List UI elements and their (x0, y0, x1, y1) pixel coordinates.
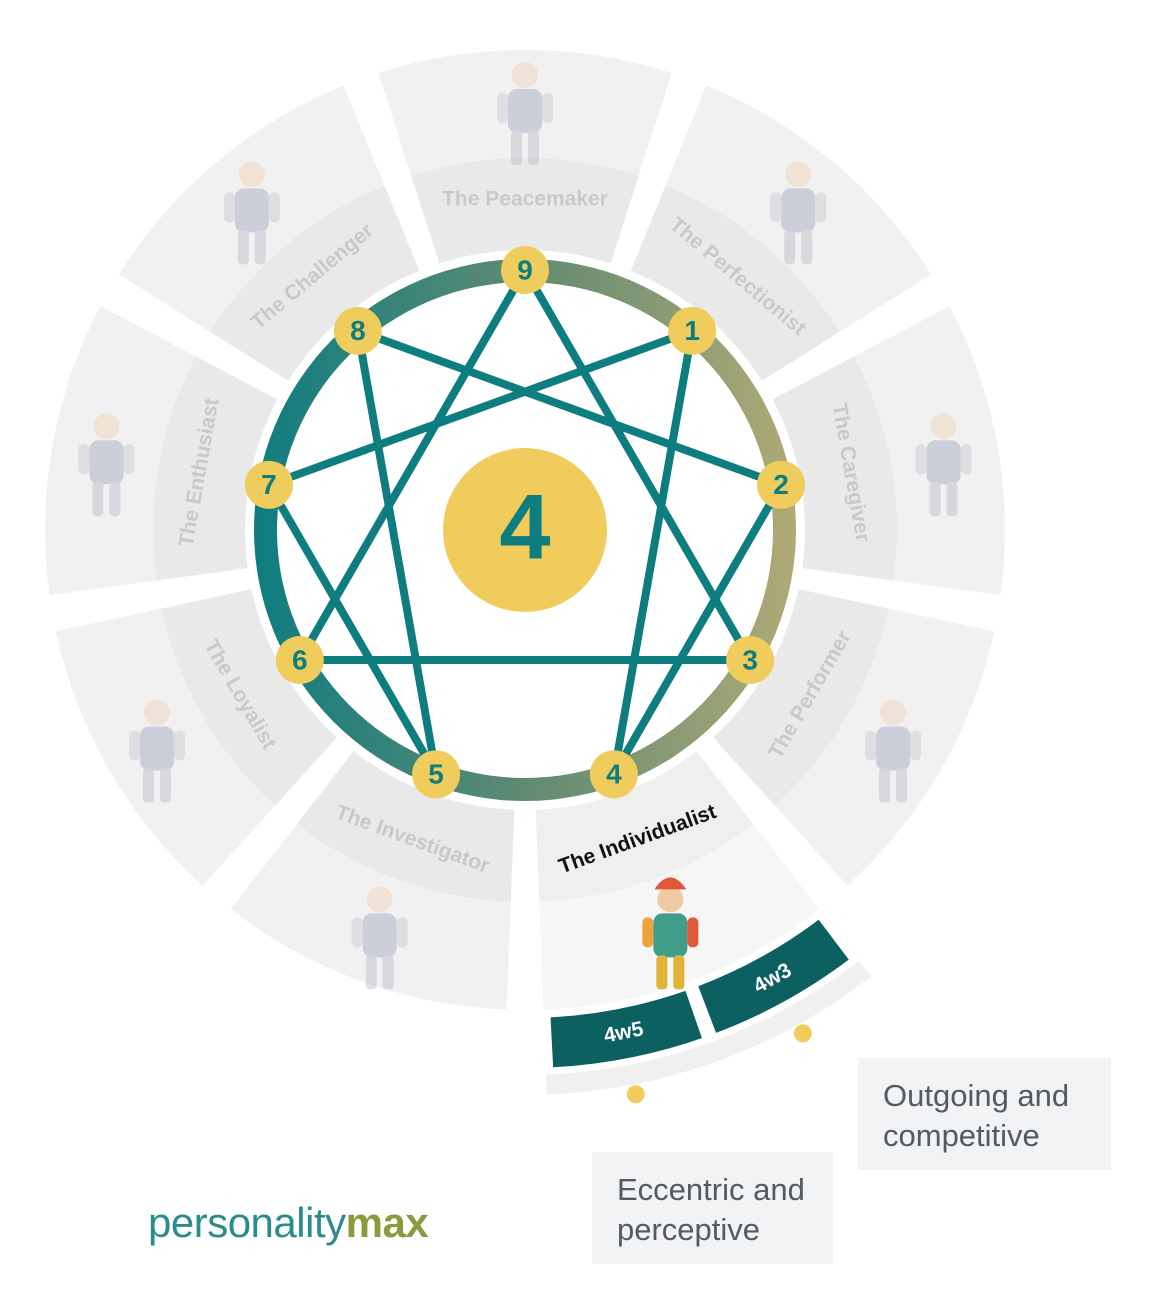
wing-tab-4w5-dot (626, 1085, 645, 1104)
cheerleader-icon (78, 413, 135, 517)
point-label-2: 2 (773, 469, 789, 500)
point-type-4[interactable]: 4 (589, 750, 638, 799)
brand-logo-bold: max (345, 1199, 429, 1246)
jester-icon (642, 877, 699, 990)
point-label-3: 3 (742, 644, 758, 675)
wing-4w5-description-line2: perceptive (617, 1212, 761, 1247)
center-badge: 4 (443, 448, 607, 612)
wing-tab-4w5[interactable] (550, 990, 702, 1068)
wing-tab-4w3-dot (793, 1024, 812, 1043)
type-label-9: The Peacemaker (442, 188, 608, 211)
enneagram-points: 1 2 3 4 5 6 7 8 9 (244, 246, 806, 799)
magician-icon (865, 699, 922, 803)
point-label-5: 5 (428, 759, 444, 790)
point-type-5[interactable]: 5 (412, 750, 461, 799)
enneagram-line-2-8 (353, 326, 786, 489)
enneagram-line-7-1 (264, 326, 697, 489)
point-type-6[interactable]: 6 (275, 636, 324, 684)
cheering-fan-icon (128, 699, 185, 803)
wing-4w5-description: Eccentric and perceptive (592, 1152, 833, 1264)
point-label-7: 7 (261, 469, 277, 500)
enneagram-line-8-5 (353, 326, 441, 779)
point-type-1[interactable]: 1 (668, 306, 717, 355)
point-type-7[interactable]: 7 (244, 460, 293, 509)
label-band-type-3 (713, 589, 889, 806)
wing-4w3-description: Outgoing and competitive (858, 1058, 1111, 1170)
center-circle (443, 448, 607, 612)
enneagram-line-1-4 (609, 326, 697, 779)
point-label-4: 4 (606, 759, 622, 790)
enneagram-lines (264, 266, 786, 779)
wing-4w5-description-line1: Eccentric and (617, 1172, 805, 1207)
type-illustrations (78, 62, 972, 990)
point-type-3[interactable]: 3 (726, 636, 775, 684)
point-label-8: 8 (350, 315, 366, 346)
point-label-1: 1 (684, 315, 700, 346)
label-band-type-1 (630, 185, 840, 381)
label-band-type-5 (296, 751, 515, 902)
label-band-type-4 (535, 751, 754, 902)
boxer-icon (223, 161, 280, 265)
wing-4w3-description-line1: Outgoing and (883, 1078, 1070, 1113)
point-label-6: 6 (292, 644, 308, 675)
point-type-8[interactable]: 8 (333, 306, 382, 355)
wing-4w3-description-line2: competitive (883, 1118, 1040, 1153)
meditating-person-icon (497, 62, 553, 165)
enneagram-line-4-2 (609, 480, 786, 779)
detective-icon (351, 886, 408, 990)
label-band-type-2 (772, 356, 898, 581)
label-band-type-9 (411, 158, 639, 264)
businessman-icon (770, 161, 827, 265)
point-type-9[interactable]: 9 (501, 246, 549, 294)
center-number: 4 (499, 476, 550, 578)
label-band-type-6 (161, 589, 337, 806)
brand-logo: personalitymax (148, 1198, 429, 1248)
wing-tab-4w3[interactable] (698, 919, 849, 1033)
nurse-icon (915, 413, 972, 517)
enneagram-line-5-7 (264, 480, 441, 779)
wing-track (545, 960, 872, 1095)
point-type-2[interactable]: 2 (757, 460, 806, 509)
label-band-type-8 (210, 185, 420, 381)
brand-logo-light: personality (148, 1199, 346, 1246)
point-label-9: 9 (517, 254, 533, 285)
enneagram-line-6-9 (295, 266, 529, 664)
enneagram-line-9-3 (521, 266, 755, 664)
label-band-type-7 (153, 356, 278, 581)
